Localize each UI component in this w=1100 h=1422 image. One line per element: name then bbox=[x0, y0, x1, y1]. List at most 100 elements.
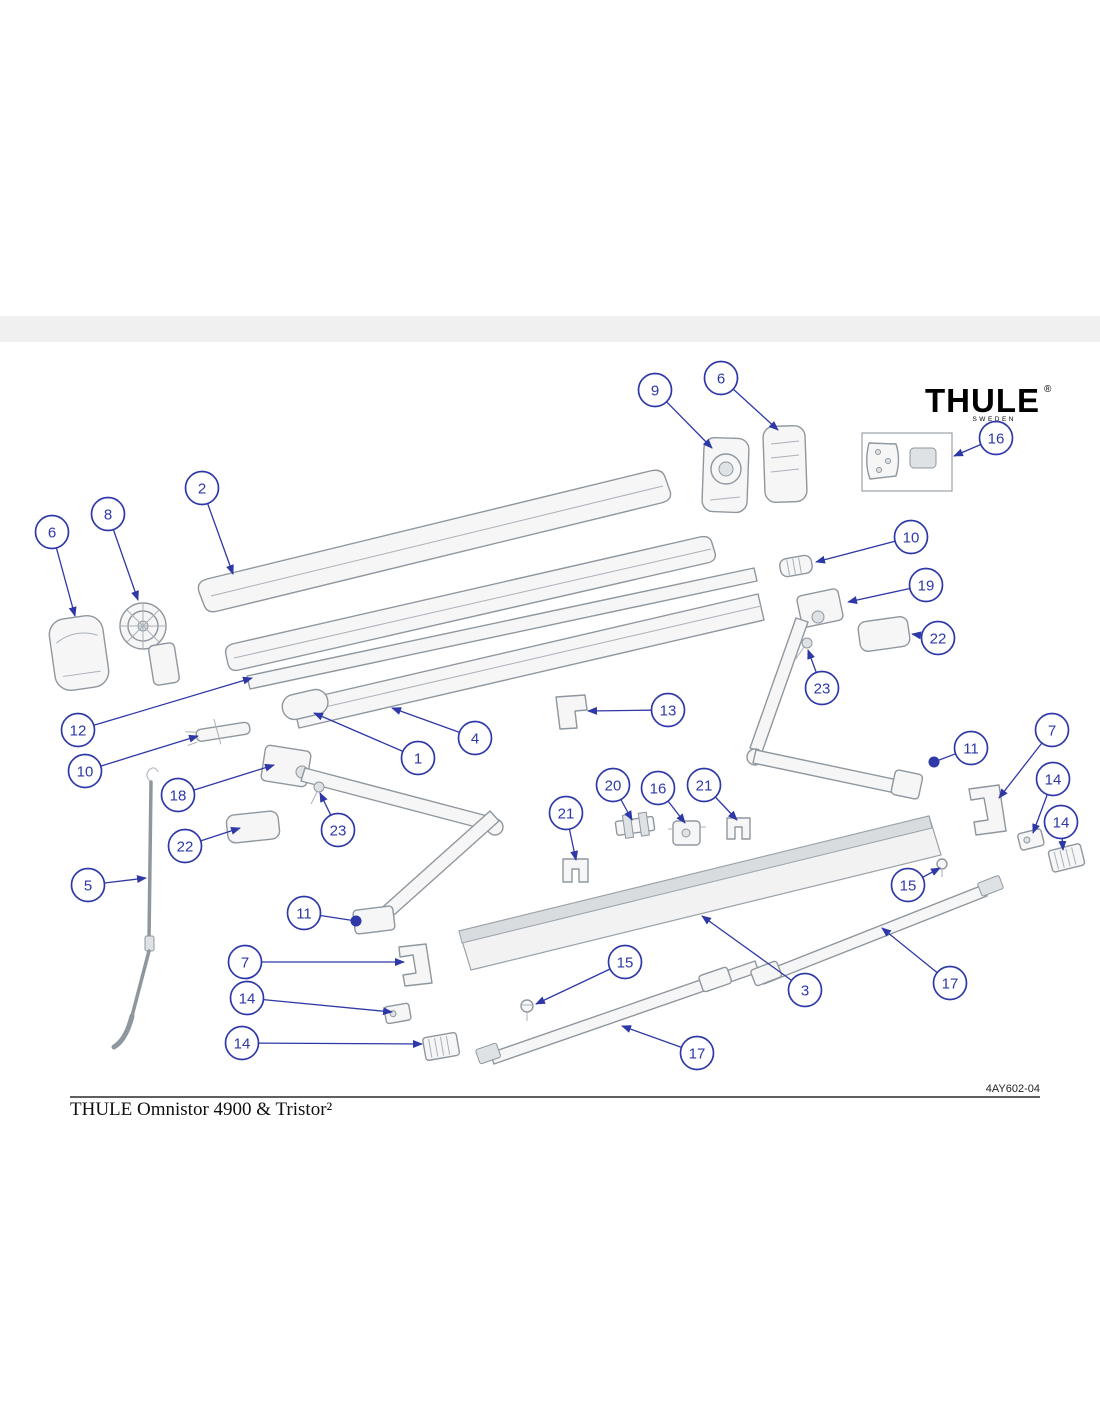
callout-number: 14 bbox=[234, 1036, 251, 1053]
callout-bubble bbox=[1034, 712, 1070, 748]
left-end-cap-seam bbox=[63, 670, 101, 677]
callout-number: 16 bbox=[650, 781, 667, 798]
callout-bubble bbox=[804, 670, 840, 706]
left-end-spindle-pin bbox=[213, 718, 222, 745]
callout-number: 23 bbox=[814, 681, 831, 698]
callout-7: 7 bbox=[227, 944, 405, 980]
arm-bolt-right bbox=[794, 637, 813, 661]
right-end-knob-body bbox=[779, 554, 813, 578]
callout-leader-line bbox=[621, 1025, 682, 1049]
callout-16: 16 bbox=[640, 770, 686, 824]
support-arm-right bbox=[746, 588, 924, 800]
callout-6: 6 bbox=[703, 360, 779, 431]
callout-bubble bbox=[595, 767, 631, 803]
callout-number: 22 bbox=[177, 839, 194, 856]
callout-bubble bbox=[640, 770, 676, 806]
callout-leader-line bbox=[313, 712, 404, 752]
callout-number: 5 bbox=[84, 878, 92, 895]
callout-number: 15 bbox=[617, 955, 634, 972]
callout-number: 19 bbox=[918, 578, 935, 595]
callout-leader-line bbox=[881, 927, 938, 974]
callout-leader-line bbox=[104, 875, 147, 884]
end-clip-left-body bbox=[383, 1002, 412, 1025]
callout-bubble bbox=[978, 420, 1014, 456]
callout-bubble bbox=[787, 972, 823, 1008]
callout-leader-line bbox=[998, 742, 1043, 799]
left-end-spindle bbox=[185, 718, 251, 747]
callout-leader-line bbox=[620, 799, 633, 821]
wall-bracket-right bbox=[968, 784, 1007, 836]
spare-plate bbox=[866, 442, 900, 480]
callout-number: 11 bbox=[963, 741, 979, 758]
callout-bubble bbox=[650, 692, 686, 728]
crank-lower-rod bbox=[130, 949, 151, 1018]
awning-fabric-sheet bbox=[458, 815, 942, 971]
callout-14: 14 bbox=[1032, 761, 1071, 834]
callout-bubble bbox=[679, 1035, 715, 1071]
callout-11: 11 bbox=[286, 895, 362, 931]
logo-subtext: SWEDEN bbox=[972, 416, 1016, 423]
end-clip-left bbox=[383, 1002, 412, 1025]
awning-parts bbox=[48, 424, 1086, 1065]
callout-number: 6 bbox=[717, 371, 725, 388]
callout-leader-line bbox=[535, 968, 611, 1005]
callout-leader-line bbox=[93, 676, 253, 726]
callout-bubble bbox=[908, 567, 944, 603]
motor-end-cap-seam bbox=[709, 496, 741, 501]
left-end-cap-body bbox=[48, 614, 110, 692]
arm-bolt-left-shaft bbox=[310, 791, 318, 805]
end-rail-cap-left bbox=[422, 1031, 461, 1061]
callout-11: 11 bbox=[928, 730, 989, 768]
right-end-knob bbox=[779, 554, 813, 578]
document-code: 4AY602-04 bbox=[986, 1083, 1040, 1095]
callout-number: 23 bbox=[330, 823, 347, 840]
end-clip-right-body bbox=[1017, 828, 1045, 851]
callout-leader-line bbox=[112, 529, 139, 601]
callout-number: 4 bbox=[471, 731, 479, 748]
right-end-cap bbox=[762, 424, 808, 504]
callout-leader-line bbox=[732, 388, 779, 431]
callout-leader-line bbox=[953, 443, 982, 457]
spare-plate-hole bbox=[875, 449, 881, 455]
u-clip-21b bbox=[562, 858, 589, 883]
callout-leader-line bbox=[320, 914, 357, 922]
callout-23: 23 bbox=[804, 649, 840, 706]
arm-cover-plate-right bbox=[857, 616, 911, 652]
page-top-band bbox=[0, 316, 1100, 342]
clamp-20-flange bbox=[637, 811, 650, 837]
callout-leader-line bbox=[714, 796, 738, 821]
callout-14: 14 bbox=[224, 1025, 423, 1061]
arm-right-shoulder-joint bbox=[811, 610, 825, 624]
support-arm-left bbox=[260, 744, 504, 935]
callout-22: 22 bbox=[167, 827, 241, 864]
motor-end-cap-hub bbox=[718, 461, 734, 477]
callout-leader-line bbox=[55, 547, 77, 617]
callout-leader-line bbox=[568, 828, 579, 861]
arm-cover-plate-left bbox=[225, 810, 281, 844]
callout-number: 7 bbox=[241, 955, 249, 972]
callout-bubble bbox=[400, 740, 436, 776]
logo-brand: THULE bbox=[925, 382, 1040, 419]
callout-bubble bbox=[90, 496, 126, 532]
knob-screw-left-shaft bbox=[522, 1004, 532, 1021]
mounting-clamp-16 bbox=[668, 820, 706, 846]
callout-bubble bbox=[457, 720, 493, 756]
callout-bubble bbox=[70, 867, 106, 903]
arm-bolt-right-head bbox=[801, 637, 813, 649]
rafter-right-end-fitting bbox=[977, 875, 1004, 897]
gear-spokes bbox=[120, 603, 166, 649]
right-end-knob-ribs bbox=[786, 557, 802, 576]
callout-leader-line bbox=[1058, 838, 1067, 851]
callout-bubble bbox=[548, 795, 584, 831]
callout-bubble bbox=[1035, 761, 1071, 797]
callout-bubble bbox=[932, 965, 968, 1001]
arm-right-foot bbox=[890, 769, 924, 800]
callout-number: 3 bbox=[801, 983, 809, 1000]
lead-rail-band bbox=[458, 815, 933, 944]
callout-leader-line bbox=[200, 827, 241, 842]
document-title: THULE Omnistor 4900 & Tristor² bbox=[70, 1099, 333, 1120]
rafter-left-end-fitting bbox=[475, 1042, 501, 1065]
arm-bolt-right-shaft bbox=[794, 646, 805, 661]
callout-16: 16 bbox=[953, 420, 1014, 457]
left-end-cap-curve bbox=[56, 632, 98, 644]
